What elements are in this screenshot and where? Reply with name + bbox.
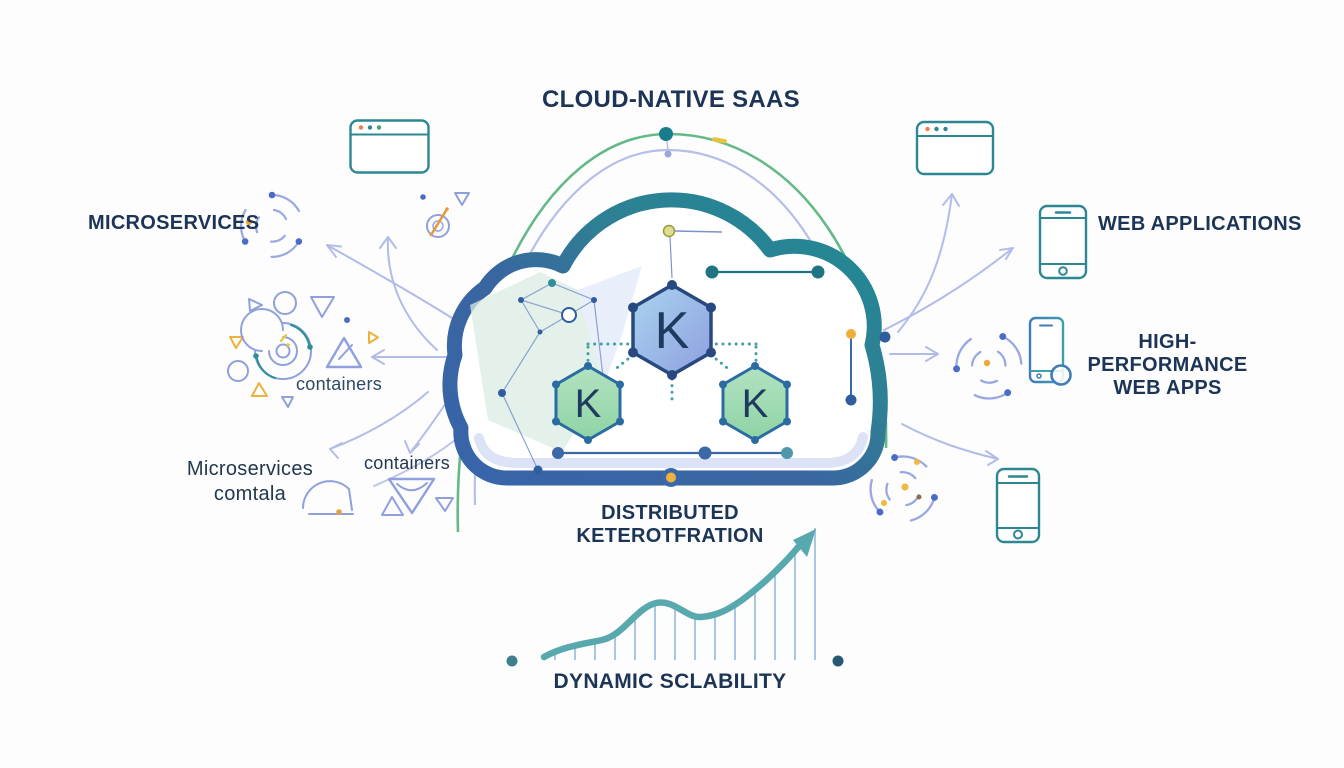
dome-doodle-icon [302, 480, 354, 515]
containers-label: containers [296, 374, 383, 394]
kubernetes-hexagon-icon: K [628, 280, 716, 380]
kubernetes-hexagon-icon: K [552, 362, 624, 444]
scalability-label: DYNAMIC SCLABILITY [553, 670, 787, 693]
chart-drop-lines [554, 528, 816, 660]
distributed-line-2: KETEROTFRATION [576, 525, 764, 547]
smartphone-magnifier-icon [1028, 316, 1072, 386]
magnifier-icon [1050, 364, 1072, 386]
galaxy-swirl-icon [229, 192, 304, 267]
orbit-yellow-dash [712, 137, 727, 144]
mesh-network [498, 279, 605, 475]
cloud-icon: K K K [442, 192, 891, 487]
growth-chart [506, 528, 844, 667]
smartphone-icon [1038, 204, 1088, 280]
dotted-connectors [586, 342, 758, 401]
high-performance-label: HIGH-PERFORMANCE WEB APPS [1060, 331, 1275, 400]
compass-doodle-icon [420, 192, 470, 238]
hexagon-letter: K [742, 382, 769, 426]
circuit-node-icon [552, 224, 891, 487]
distributed-line-1: DISTRIBUTED [601, 502, 739, 524]
browser-window-icon [915, 120, 995, 176]
smartphone-icon [995, 467, 1041, 544]
triangles-doodle [381, 477, 454, 516]
web-applications-label: WEB APPLICATIONS [1098, 213, 1302, 235]
growth-arrow-icon [793, 529, 816, 557]
shapes-cluster [227, 291, 379, 408]
caption-line-1: Microservices [186, 458, 314, 480]
high-performance-line-2: WEB APPS [1113, 377, 1222, 399]
microservices-label: MICROSERVICES [88, 212, 260, 234]
browser-window-icon [349, 119, 430, 174]
hexagon-letter: K [655, 302, 690, 360]
containers-label-2: containers [364, 453, 451, 473]
galaxy-swirl-icon [930, 314, 1034, 418]
galaxy-swirl-icon [850, 446, 946, 542]
page-title: CLOUD-NATIVE SAAS [542, 86, 800, 113]
microservices-caption: Microservices comtala [160, 457, 340, 507]
hexagon-letter: K [575, 382, 602, 426]
growth-curve [540, 541, 804, 661]
distributed-label: DISTRIBUTED KETEROTFRATION [540, 502, 800, 548]
high-performance-line-1: HIGH-PERFORMANCE [1087, 331, 1248, 376]
orbit-top-node [659, 127, 673, 141]
spiral-icon [240, 308, 313, 380]
kubernetes-hexagon-icon: K [719, 362, 791, 444]
caption-line-2: comtala [213, 483, 287, 505]
